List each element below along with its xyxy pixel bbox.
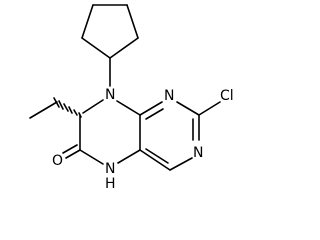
atom-label-n5: N <box>105 161 115 177</box>
bond-c6-o-inner <box>62 144 78 154</box>
atom-label-n5-hydrogen: H <box>105 176 116 192</box>
carbonyl <box>62 144 81 159</box>
atom-label-n8: N <box>105 87 115 103</box>
bond-c2-cl <box>198 101 221 116</box>
cyclopentyl-ring <box>81 4 139 59</box>
atom-label-cl: Cl <box>220 88 234 104</box>
bond-c4-c4a <box>139 149 171 171</box>
bond-cp2-cp3 <box>126 4 139 39</box>
bond-cp4-cp5 <box>81 4 94 39</box>
bond-c8a-n1 <box>139 101 163 116</box>
bond-cp5-cp1 <box>81 37 111 59</box>
atom-label-n3: N <box>193 145 203 161</box>
pyrimidine-ring <box>139 101 200 171</box>
wedge-hash-5 <box>58 100 64 110</box>
bond-c6-n5 <box>79 149 104 165</box>
bond-ch2-ch3 <box>29 101 58 119</box>
wedge-hash-4 <box>63 103 69 112</box>
bond-n3-c4 <box>169 157 193 171</box>
bond-c8a-n8 <box>116 100 141 116</box>
bond-c8a-n1-inner <box>145 108 164 120</box>
bond-c6-o <box>65 149 81 159</box>
wedge-hash-2 <box>73 109 78 116</box>
bond-cp1-cp2 <box>109 37 139 59</box>
bond-n1-c2 <box>176 101 200 116</box>
bond-n5-c4a <box>117 149 141 164</box>
wedge-hash-3 <box>68 106 73 114</box>
pyrazinone-ring <box>79 99 141 165</box>
chemical-structure-diagram: N N N N H O Cl <box>29 4 234 192</box>
bond-c4-c4a-inner <box>145 148 169 164</box>
wedge-hash-1 <box>78 112 82 118</box>
atom-label-o: O <box>52 153 63 169</box>
atom-label-n1: N <box>164 88 174 104</box>
ethyl-group <box>29 97 82 119</box>
bond-n8-c7 <box>82 99 104 114</box>
